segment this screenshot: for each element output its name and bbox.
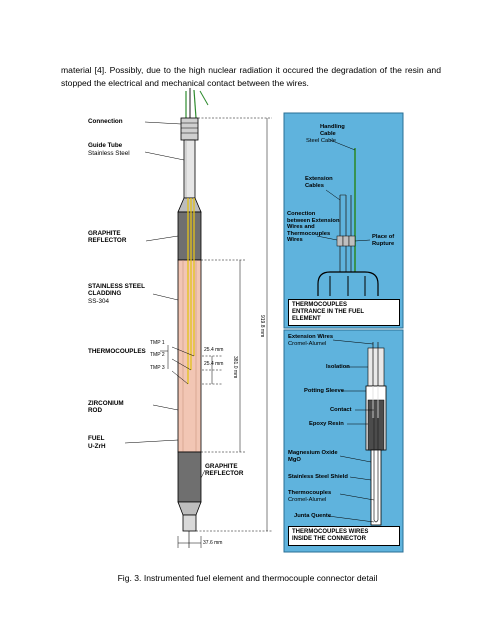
label-dim-919: 919.8 mm <box>259 315 265 338</box>
label-thermocouples: THERMOCOUPLES <box>88 348 146 355</box>
label-guide-tube-material: Stainless Steel <box>88 150 130 157</box>
label-cladding: STAINLESS STEEL CLADDING <box>88 283 145 298</box>
label-magnesium-oxide: Magnesium Oxide MgO <box>288 450 338 463</box>
label-extension-cables: Extension Cables <box>305 176 333 189</box>
body-paragraph: material [4]. Possibly, due to the high … <box>61 64 441 88</box>
end-fitting <box>182 514 197 532</box>
label-dim-381: 381.0 mm <box>232 356 238 379</box>
connection-nut <box>180 117 199 141</box>
label-extension-wires-material: Cromel-Alumel <box>288 341 327 347</box>
label-graphite-reflector-top: GRAPHITE REFLECTOR <box>88 230 127 245</box>
isolation <box>367 347 385 387</box>
graphite-reflector-bottom <box>177 451 202 503</box>
label-cladding-material: SS-304 <box>88 298 110 305</box>
panel-top <box>283 112 404 329</box>
guide-tube <box>183 139 196 199</box>
box-thermocouples-wires: THERMOCOUPLES WIRES INSIDE THE CONNECTOR <box>288 526 400 546</box>
fuel-section <box>177 259 202 453</box>
label-tmp3: TMP 3 <box>150 365 165 371</box>
label-tmp2: TMP 2 <box>150 352 165 358</box>
label-place-of-rupture: Place of Rupture <box>372 234 395 247</box>
box-thermocouples-entrance: THERMOCOUPLES ENTRANCE IN THE FUEL ELEME… <box>288 299 400 326</box>
figure-caption: Fig. 3. Instrumented fuel element and th… <box>117 573 378 583</box>
label-graphite-reflector-bottom: GRAPHITE REFLECTOR <box>205 463 244 478</box>
label-fuel: FUEL <box>88 435 105 442</box>
label-isolation: Isolation <box>326 364 350 370</box>
epoxy-resin <box>367 399 385 451</box>
label-ss-shield: Stainless Steel Shield <box>288 474 348 480</box>
label-potting-sleeve: Potting Sleeve <box>304 388 344 394</box>
label-zirconium: ZIRCONIUM ROD <box>88 400 124 415</box>
ss-shield <box>370 449 382 526</box>
top-wire-3 <box>193 89 197 119</box>
label-dim-25-a: 25.4 mm <box>204 347 224 353</box>
graphite-reflector-top <box>177 211 202 261</box>
label-junta-quente: Junta Quente <box>294 513 332 519</box>
label-handling-cable: Handling Cable <box>320 124 345 137</box>
label-connection-between: Conection between Extension Wires and Th… <box>287 211 340 244</box>
label-contact: Contact <box>330 407 352 413</box>
label-fuel-material: U-ZrH <box>88 443 106 450</box>
label-dim-37: 37.6 mm <box>203 540 223 546</box>
top-wire-4 <box>199 90 209 106</box>
label-connection: Connection <box>88 118 123 125</box>
label-guide-tube: Guide Tube <box>88 142 123 149</box>
label-epoxy-resin: Epoxy Resin <box>309 421 344 427</box>
label-extension-wires: Extension Wires <box>288 334 334 340</box>
label-dim-25-b: 25.4 mm <box>204 361 224 367</box>
label-tmp1: TMP 1 <box>150 340 165 346</box>
label-thermocouples-material: Cromel-Alumel <box>288 497 327 503</box>
label-handling-cable-material: Steel Cable <box>306 138 336 144</box>
label-thermocouples-right: Thermocouples <box>288 490 332 496</box>
